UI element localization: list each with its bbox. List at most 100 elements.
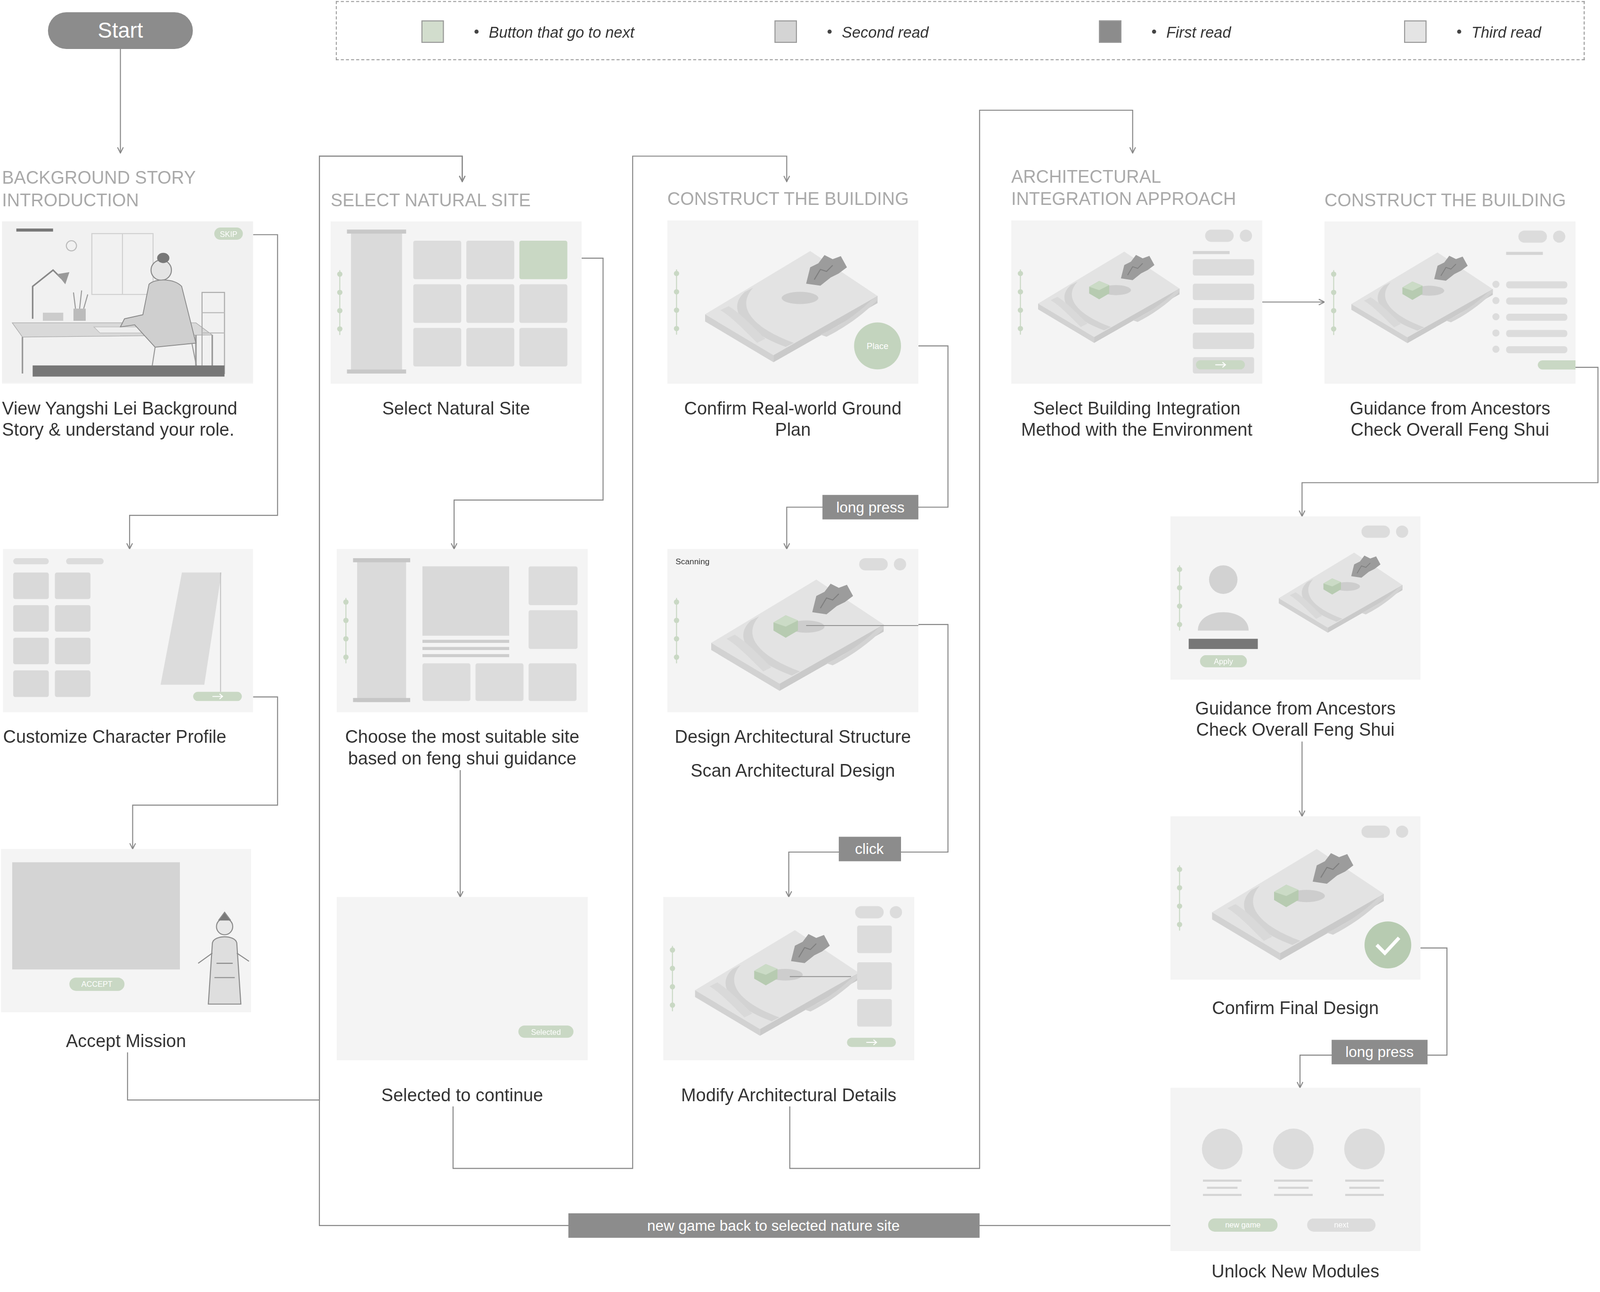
screen-caption: Accept Mission (0, 1030, 252, 1053)
wireframe-illustration (1011, 220, 1263, 384)
flow-connector (132, 697, 278, 850)
screen-caption: Guidance from Ancestors Check Overall Fe… (1324, 397, 1576, 442)
screen-node: new game nextUnlock New Modules (1170, 1087, 1421, 1284)
screen-thumbnail (330, 221, 582, 384)
section-heading-text: CONSTRUCT THE BUILDING (1324, 189, 1567, 212)
screen-thumbnail: Place (667, 220, 919, 384)
screen-node: Confirm Final Design (1170, 816, 1421, 1020)
screen-caption: Selected to continue (336, 1084, 588, 1107)
edge-label: long press (822, 495, 919, 520)
screen-caption: Confirm Final Design (1170, 998, 1421, 1020)
screen-caption: Modify Architectural Details (663, 1084, 915, 1107)
ui-button-label: new game (1208, 1218, 1278, 1232)
screen-thumbnail (1011, 220, 1263, 384)
legend-text: Button that go to next (488, 23, 635, 41)
flow-connector (1301, 741, 1303, 817)
section-heading: CONSTRUCT THE BUILDING (1324, 181, 1592, 222)
ui-button-label: Selected (518, 1025, 574, 1038)
screen-thumbnail (1170, 816, 1421, 980)
wireframe-illustration (1170, 816, 1421, 980)
ui-button-label: Apply (1200, 655, 1248, 668)
screen-caption: Unlock New Modules (1170, 1261, 1421, 1284)
screen-node: Customize Character Profile (2, 549, 253, 749)
screen-thumbnail: Selected (336, 896, 588, 1061)
edge-label: long press (1331, 1039, 1428, 1065)
legend-swatch (774, 20, 797, 43)
screen-node: Modify Architectural Details (663, 896, 915, 1107)
screen-caption: Choose the most suitable site based on f… (336, 726, 588, 771)
screen-node: SelectedSelected to continue (336, 896, 588, 1107)
section-heading: BACKGROUND STORY INTRODUCTION (1, 153, 270, 222)
section-heading: SELECT NATURAL SITE (330, 181, 599, 222)
legend-bullet (827, 29, 832, 34)
section-heading-text: ARCHITECTURAL INTEGRATION APPROACH (1011, 166, 1279, 211)
flow-connector (459, 770, 461, 897)
legend-item: Third read (1404, 19, 1542, 44)
screen-node: ACCEPT Accept Mission (0, 848, 252, 1053)
legend-swatch (421, 20, 445, 43)
legend-bullet (474, 29, 479, 34)
section-heading-text: CONSTRUCT THE BUILDING (667, 188, 910, 211)
flow-connector (120, 48, 122, 154)
legend-text: First read (1166, 23, 1231, 41)
screen-thumbnail: SKIP (1, 221, 253, 384)
wireframe-illustration (1324, 221, 1576, 384)
screen-node: CONSTRUCT THE BUILDING PlaceConfirm Real-… (667, 181, 919, 442)
screen-caption: Design Architectural Structure (667, 726, 919, 749)
screen-node: Choose the most suitable site based on f… (336, 549, 588, 771)
legend-bullet (1457, 29, 1462, 34)
screen-thumbnail: ACCEPT (0, 848, 252, 1013)
ui-button-label: Place (853, 322, 902, 370)
section-heading: CONSTRUCT THE BUILDING (667, 181, 935, 221)
wireframe-illustration (330, 221, 582, 384)
screen-node: ARCHITECTURAL INTEGRATION APPROACHSelect… (1011, 153, 1263, 442)
screen-thumbnail: Scanning (667, 549, 919, 713)
screen-node: SELECT NATURAL SITE Select Natural Site (330, 181, 582, 421)
screen-caption: Confirm Real-world Ground Plan (667, 397, 919, 442)
wireframe-illustration (667, 549, 919, 713)
wireframe-illustration (0, 848, 252, 1013)
edge-label: click (838, 836, 901, 861)
screen-caption: Guidance from Ancestors Check Overall Fe… (1170, 698, 1421, 742)
screen-node: ScanningDesign Architectural StructureSc… (667, 549, 919, 783)
wireframe-illustration (336, 549, 588, 713)
screen-node: ApplyGuidance from Ancestors Check Overa… (1170, 516, 1421, 742)
screen-thumbnail (336, 549, 588, 713)
legend-item: First read (1098, 19, 1231, 44)
legend-text: Third read (1471, 23, 1542, 41)
screen-node: BACKGROUND STORY INTRODUCTIONSKIPView Ya… (1, 153, 253, 442)
wireframe-illustration (663, 896, 915, 1061)
screen-caption: View Yangshi Lei Background Story & unde… (1, 397, 253, 442)
legend-item: Second read (774, 19, 929, 44)
section-heading: ARCHITECTURAL INTEGRATION APPROACH (1011, 153, 1279, 221)
legend-bullet (1152, 29, 1157, 34)
ui-button-label: SKIP (214, 227, 244, 240)
screen-caption: Scan Architectural Design (667, 760, 919, 783)
ui-button-label: next (1307, 1218, 1376, 1232)
screen-thumbnail: Apply (1170, 516, 1421, 680)
legend-item: Button that go to next (421, 19, 635, 44)
legend-swatch (1404, 20, 1427, 43)
screen-caption: Select Building Integration Method with … (1011, 397, 1263, 442)
wireframe-illustration (2, 549, 253, 713)
legend-box: Button that go to next Second read First r… (335, 0, 1585, 61)
legend-text: Second read (841, 23, 929, 41)
legend-swatch (1098, 20, 1122, 43)
screen-thumbnail (2, 549, 253, 713)
screen-thumbnail: new game next (1170, 1087, 1421, 1251)
screen-caption: Customize Character Profile (2, 726, 253, 749)
wireframe-illustration (1, 221, 253, 384)
edge-label: new game back to selected nature site (568, 1213, 980, 1238)
ui-button-label: ACCEPT (69, 977, 125, 991)
section-heading-text: BACKGROUND STORY INTRODUCTION (1, 167, 270, 212)
screen-node: CONSTRUCT THE BUILDING Guidance from Ance… (1324, 181, 1576, 442)
flow-connector (1301, 367, 1598, 517)
start-label: Start (97, 18, 144, 43)
screen-thumbnail (1324, 221, 1576, 384)
screen-caption: Select Natural Site (330, 397, 582, 420)
flow-connector (1262, 301, 1325, 303)
section-heading-text: SELECT NATURAL SITE (330, 189, 531, 212)
start-pill: Start (48, 12, 194, 49)
screen-thumbnail (663, 896, 915, 1061)
